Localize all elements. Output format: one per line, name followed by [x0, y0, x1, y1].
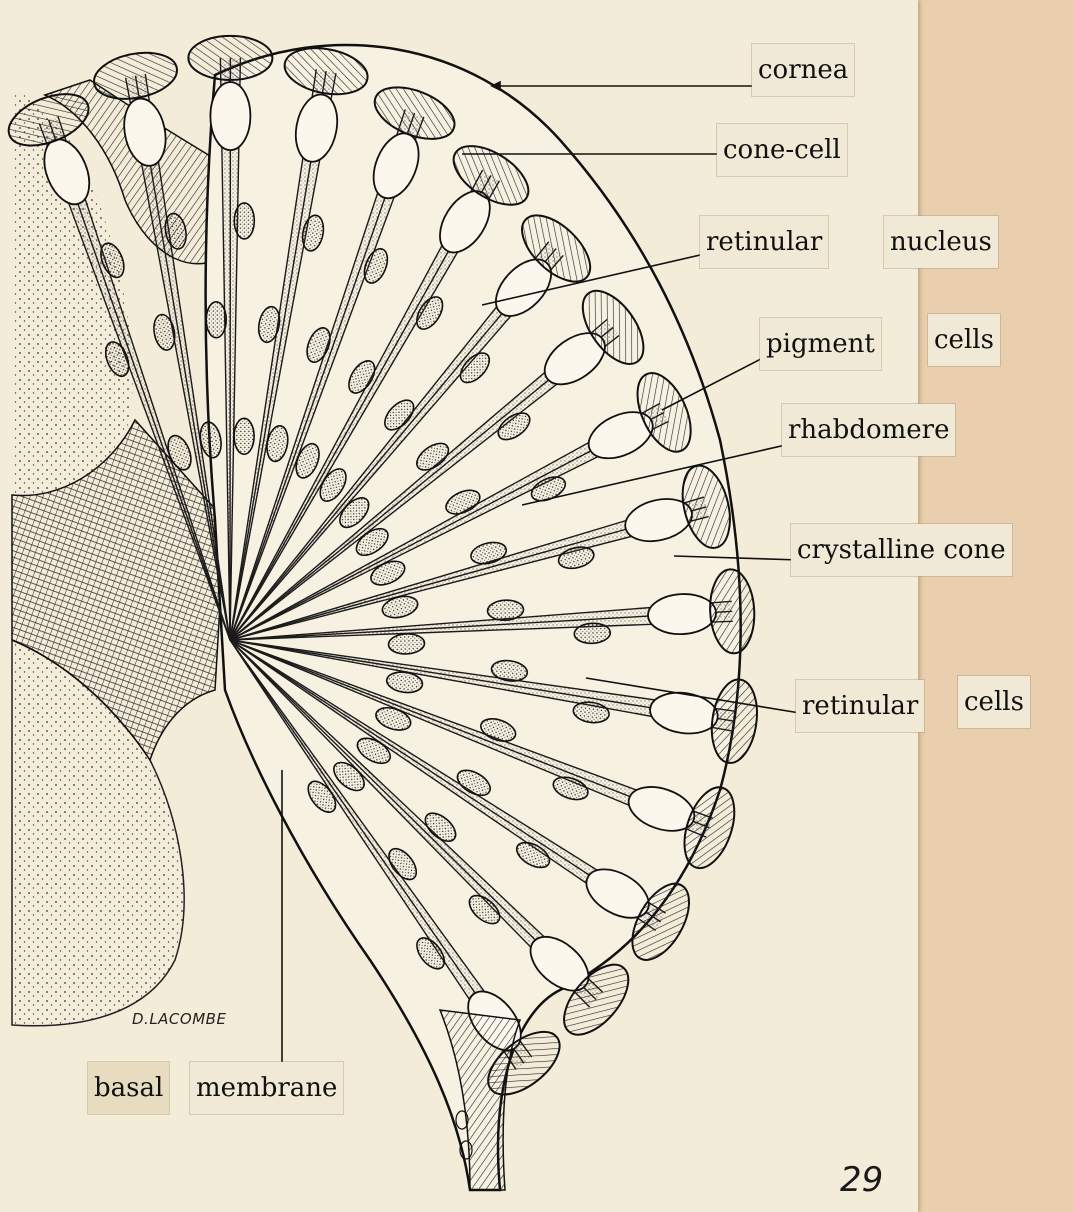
label-retinular-nucleus-part2-text: nucleus [890, 227, 992, 257]
artist-signature: D.LACOMBE [132, 1010, 226, 1028]
label-retinular-cells-part1-text: retinular [802, 691, 918, 721]
label-pigment-cells-part1: pigment [760, 318, 881, 370]
label-crystalline-cone-text: crystalline cone [797, 535, 1006, 565]
label-rhabdomere: rhabdomere [782, 404, 955, 456]
label-pigment-cells-part2-text: cells [934, 325, 994, 355]
label-retinular-cells-part2-text: cells [964, 687, 1024, 717]
retinular-nucleus [234, 418, 254, 454]
label-retinular-nucleus-part1-text: retinular [706, 227, 822, 257]
retinular-nucleus [234, 203, 254, 239]
label-retinular-nucleus-part1: retinular [700, 216, 828, 268]
label-retinular-cells-part2: cells [958, 676, 1030, 728]
label-pigment-cells-part2: cells [928, 314, 1000, 366]
label-basal-membrane-part2: membrane [190, 1062, 343, 1114]
label-rhabdomere-text: rhabdomere [788, 415, 949, 445]
label-basal-membrane-part1-text: basal [94, 1073, 163, 1103]
label-cornea-text: cornea [758, 55, 848, 85]
label-cornea: cornea [752, 44, 854, 96]
page-number: 29 [840, 1160, 883, 1200]
retinular-nucleus [206, 302, 226, 338]
label-retinular-cells-part1: retinular [796, 680, 924, 732]
label-retinular-nucleus-part2: nucleus [884, 216, 998, 268]
corneal-facet [188, 36, 272, 80]
label-cone-cell: cone-cell [717, 124, 847, 176]
label-pigment-cells-part1-text: pigment [766, 329, 875, 359]
label-cone-cell-text: cone-cell [723, 135, 841, 165]
crystalline-cone [210, 82, 250, 150]
label-crystalline-cone: crystalline cone [791, 524, 1012, 576]
label-basal-membrane-part1: basal [88, 1062, 169, 1114]
label-basal-membrane-part2-text: membrane [196, 1073, 337, 1103]
